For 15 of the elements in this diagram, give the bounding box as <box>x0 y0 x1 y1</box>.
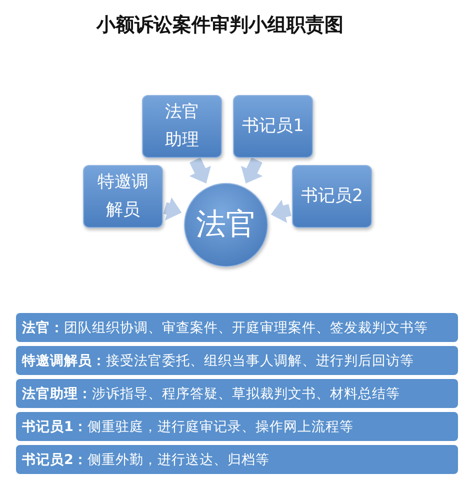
arrow <box>163 197 182 220</box>
description-bar: 特邀调解员：接受法官委托、组织当事人调解、进行判后回访等 <box>16 346 458 375</box>
description-bar: 书记员1：侧重驻庭，进行庭审记录、操作网上流程等 <box>16 412 458 441</box>
arrow <box>241 157 263 184</box>
role-box: 特邀调解员 <box>83 165 163 228</box>
arrow <box>189 157 211 184</box>
role-box: 书记员2 <box>292 165 372 228</box>
role-box: 书记员1 <box>233 95 313 158</box>
description-bar: 书记员2：侧重外勤，进行送达、归档等 <box>16 445 458 474</box>
description-bar: 法官：团队组织协调、审查案件、开庭审理案件、签发裁判文书等 <box>16 313 458 342</box>
description-bar: 法官助理：涉诉指导、程序答疑、草拟裁判文书、材料总结等 <box>16 379 458 408</box>
role-circle: 法官 <box>184 183 268 267</box>
arrow <box>270 200 292 223</box>
role-box: 法官助理 <box>142 95 222 158</box>
diagram-title: 小额诉讼案件审判小组职责图 <box>95 13 344 38</box>
